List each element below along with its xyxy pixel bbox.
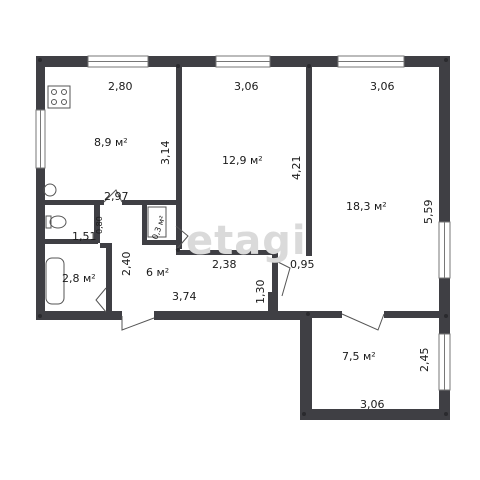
watermark: etagi <box>186 218 307 264</box>
wall-small-room-top-right <box>384 311 442 318</box>
wall-bottom-left <box>36 311 122 320</box>
toilet-icon <box>49 215 67 229</box>
bath-area: 2,8 м² <box>62 272 96 285</box>
wall-middle-large <box>306 64 312 256</box>
door-large <box>277 261 291 297</box>
hall-right: 0,95 <box>290 258 315 271</box>
wall-hall-pillar <box>268 292 278 312</box>
wall-middle-bottom <box>176 250 276 255</box>
hall-door: 1,30 <box>254 280 267 305</box>
middle-area: 12,9 м² <box>222 154 263 167</box>
door-bath <box>95 287 107 313</box>
kitchen-width: 2,80 <box>108 80 133 93</box>
door-kitchen <box>103 189 123 203</box>
closet-box <box>147 206 167 238</box>
wall-bottom-middle <box>154 311 312 320</box>
doors <box>95 189 385 331</box>
kitchen-depth: 3,14 <box>159 141 172 166</box>
hall-width: 3,74 <box>172 290 197 303</box>
wall-hall-stub <box>272 250 278 300</box>
stove-icon <box>47 85 71 109</box>
large-depth: 5,59 <box>422 200 435 225</box>
small-room-depth: 2,45 <box>418 348 431 373</box>
entrance-door <box>121 316 155 331</box>
door-middle <box>175 225 189 251</box>
wall-kitchen-bottom-right <box>122 200 178 205</box>
middle-depth: 4,21 <box>290 156 303 181</box>
wall-left <box>36 56 45 320</box>
labels: 2,80 8,9 м² 3,14 3,06 12,9 м² 4,21 3,06 … <box>62 80 435 411</box>
toilet-width: 1,51 <box>72 230 97 243</box>
large-area: 18,3 м² <box>346 200 387 213</box>
wall-small-room-left <box>300 311 312 420</box>
wall-bath-right <box>106 243 112 311</box>
wall-small-room-top-left <box>308 311 342 318</box>
wall-nodes <box>38 58 448 416</box>
wall-toilet-right <box>94 205 100 243</box>
wall-kitchen-bottom <box>40 200 104 205</box>
wall-small-room-bottom <box>300 409 450 420</box>
large-width: 3,06 <box>370 80 395 93</box>
middle-width: 3,06 <box>234 80 259 93</box>
wall-kitchen-middle <box>176 64 182 249</box>
wall-closet-bottom <box>142 240 176 245</box>
kitchen-area: 8,9 м² <box>94 136 128 149</box>
windows <box>35 55 451 391</box>
wall-toilet-bottom <box>40 239 98 244</box>
fixtures <box>43 85 167 305</box>
toilet-depth: 0,80 <box>95 216 104 234</box>
bath-depth: 2,40 <box>120 252 133 277</box>
wall-closet-left <box>142 205 147 245</box>
hall-area: 6 м² <box>146 266 169 279</box>
hall-upper: 2,97 <box>104 190 129 203</box>
door-small-room <box>341 313 385 331</box>
sink-icon <box>43 183 57 197</box>
bathtub-icon <box>45 257 65 305</box>
small-room-area: 7,5 м² <box>342 350 376 363</box>
small-room-width: 3,06 <box>360 398 385 411</box>
hall-mid: 2,38 <box>212 258 237 271</box>
